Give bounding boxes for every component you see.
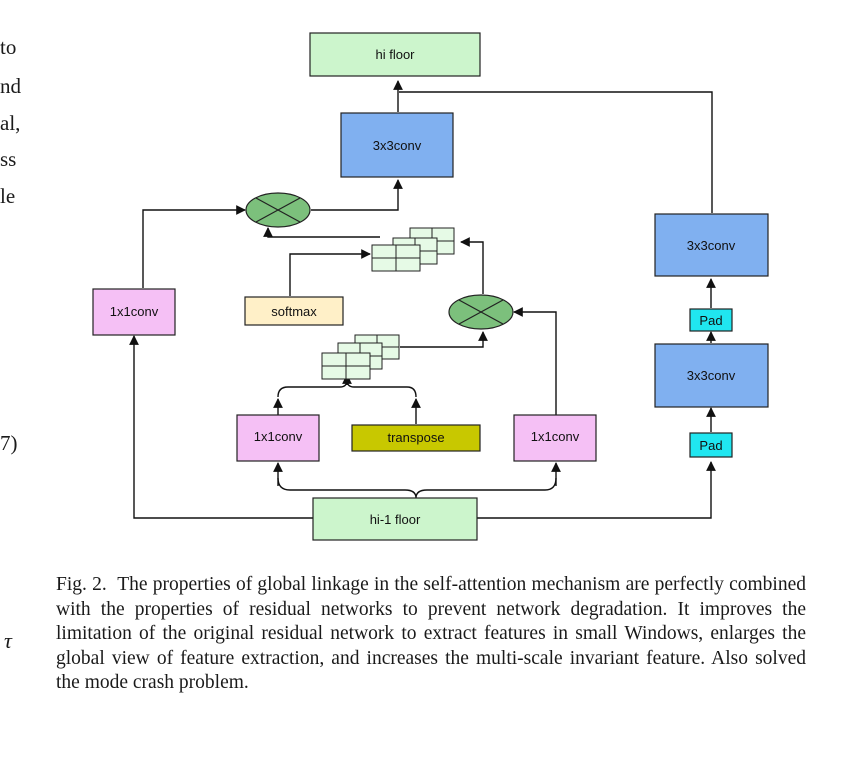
softmax-box: softmax: [244, 296, 344, 326]
figure-caption: Fig. 2. The properties of global linkage…: [56, 573, 806, 696]
conv1x1-mid-left-box: 1x1conv: [236, 414, 320, 462]
conv1x1-left-box: 1x1conv: [92, 288, 176, 336]
transpose-box: transpose: [351, 424, 481, 452]
connectors: [129, 80, 716, 519]
svg-text:Pad: Pad: [699, 313, 722, 328]
svg-text:3x3conv: 3x3conv: [687, 368, 736, 383]
text-fragment: ss: [0, 147, 17, 171]
svg-text:3x3conv: 3x3conv: [373, 138, 422, 153]
conv1x1-mid-right-box: 1x1conv: [513, 414, 597, 462]
text-fragment: le: [0, 184, 16, 208]
multiply-node-mid: [448, 294, 514, 330]
conv3x3-right-top-box: 3x3conv: [654, 213, 769, 277]
feature-matrix-stack-mid: [321, 334, 400, 380]
text-fragment: al,: [0, 111, 21, 135]
architecture-diagram: hi floor 3x3conv 1x1conv softmax: [92, 32, 769, 541]
multiply-node-top: [245, 192, 311, 228]
svg-text:hi floor: hi floor: [375, 47, 415, 62]
caption-label: Fig. 2.: [56, 574, 107, 595]
svg-text:Pad: Pad: [699, 438, 722, 453]
conv3x3-right-bottom-box: 3x3conv: [654, 343, 769, 408]
pad-top-box: Pad: [689, 308, 733, 332]
conv3x3-top-box: 3x3conv: [340, 112, 454, 178]
feature-matrix-stack-top: [371, 227, 455, 272]
svg-text:1x1conv: 1x1conv: [531, 429, 580, 444]
hi-floor-box: hi floor: [309, 32, 481, 77]
caption-text: The properties of global linkage in the …: [56, 574, 807, 693]
pad-bottom-box: Pad: [689, 432, 733, 458]
text-fragment: nd: [0, 74, 21, 98]
svg-text:3x3conv: 3x3conv: [687, 238, 736, 253]
svg-text:1x1conv: 1x1conv: [254, 429, 303, 444]
svg-text:1x1conv: 1x1conv: [110, 304, 159, 319]
tau-symbol: τ: [4, 628, 12, 653]
text-fragment: to: [0, 35, 17, 59]
hi-1-floor-box: hi-1 floor: [312, 497, 478, 541]
svg-text:hi-1 floor: hi-1 floor: [370, 512, 421, 527]
svg-text:transpose: transpose: [387, 430, 444, 445]
equation-number-fragment: 7): [0, 431, 18, 455]
svg-text:softmax: softmax: [271, 304, 317, 319]
